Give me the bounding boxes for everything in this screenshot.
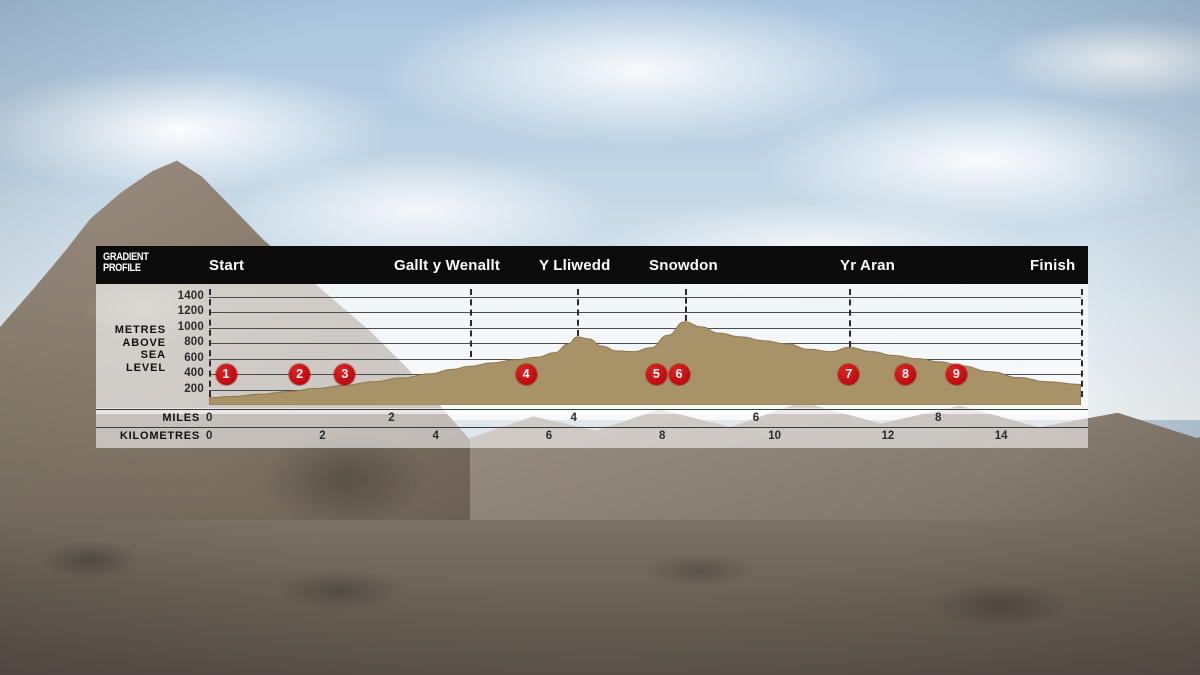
y-axis-title-line-2: ABOVE: [122, 336, 166, 349]
waypoint-marker-2[interactable]: 2: [289, 363, 311, 385]
waypoint-marker-7[interactable]: 7: [838, 363, 860, 385]
y-tick-800: 800: [184, 336, 204, 349]
waypoint-marker-3[interactable]: 3: [334, 363, 356, 385]
summit-label-start: Start: [209, 257, 245, 274]
y-tick-200: 200: [184, 382, 204, 395]
gridline-800: [209, 343, 1081, 345]
waypoint-marker-9[interactable]: 9: [945, 363, 967, 385]
summit-label-yr-aran: Yr Aran: [840, 257, 896, 274]
km-tick-2: 2: [319, 430, 326, 442]
gradient-profile-logo: GRADIENT PROFILE: [103, 252, 184, 274]
y-tick-1200: 1200: [177, 305, 204, 318]
y-tick-1400: 1400: [177, 289, 204, 302]
summit-label-snowdon: Snowdon: [649, 257, 718, 274]
gridline-1400: [209, 296, 1081, 298]
kilometres-axis-line: [96, 427, 1088, 428]
km-tick-8: 8: [659, 430, 666, 442]
miles-tick-6: 6: [752, 412, 760, 424]
y-tick-1000: 1000: [177, 320, 204, 333]
y-axis-title-line-1: METRES: [114, 324, 166, 336]
miles-tick-4: 4: [570, 412, 577, 424]
km-tick-10: 10: [768, 430, 781, 442]
km-tick-12: 12: [881, 430, 895, 442]
waypoint-marker-6[interactable]: 6: [668, 363, 690, 385]
summit-dash-yr-aran: [848, 289, 851, 348]
km-tick-0: 0: [206, 430, 213, 442]
summit-label-y-lliwedd: Y Lliwedd: [539, 257, 611, 274]
kilometres-axis-title: KILOMETRES: [119, 430, 200, 442]
logo-line-2: PROFILE: [103, 262, 141, 274]
y-tick-400: 400: [184, 367, 204, 380]
waypoint-marker-5[interactable]: 5: [645, 363, 667, 385]
y-axis-title: METRES ABOVE SEA LEVEL: [94, 324, 166, 374]
waypoint-marker-4[interactable]: 4: [515, 363, 537, 385]
logo-line-1: GRADIENT: [103, 251, 149, 263]
km-tick-4: 4: [432, 430, 439, 442]
km-tick-6: 6: [545, 430, 553, 442]
gradient-profile-graphic: GRADIENT PROFILE Start Gallt y Wenallt Y L…: [94, 246, 1088, 448]
y-axis-title-line-3: SEA: [140, 349, 166, 361]
summit-label-gallt-y-wenallt: Gallt y Wenallt: [394, 257, 501, 274]
summit-dash-y-lliwedd: [577, 289, 580, 336]
elevation-profile-area: [209, 321, 1081, 405]
miles-tick-8: 8: [935, 412, 942, 424]
km-tick-14: 14: [994, 430, 1008, 442]
miles-axis-line: [96, 409, 1088, 410]
summit-dash-finish: [1081, 289, 1083, 398]
waypoint-marker-1[interactable]: 1: [215, 363, 237, 385]
miles-axis-title: MILES: [162, 412, 200, 424]
foreground-scree: [0, 520, 1200, 675]
header-bar: GRADIENT PROFILE Start Gallt y Wenallt Y L…: [96, 246, 1088, 284]
waypoint-marker-8[interactable]: 8: [895, 363, 916, 385]
gridline-1200: [209, 312, 1081, 314]
y-axis-title-line-4: LEVEL: [126, 361, 166, 374]
y-tick-600: 600: [184, 351, 204, 364]
summit-dash-snowdon: [684, 289, 687, 322]
summit-dash-gallt-y-wenallt: [469, 289, 472, 358]
miles-tick-0: 0: [206, 412, 213, 424]
gridline-1000: [209, 327, 1081, 329]
summit-dash-start: [209, 289, 211, 398]
axis-background-wash: [96, 408, 1088, 448]
summit-label-finish: Finish: [1030, 257, 1076, 274]
miles-tick-2: 2: [388, 412, 395, 424]
